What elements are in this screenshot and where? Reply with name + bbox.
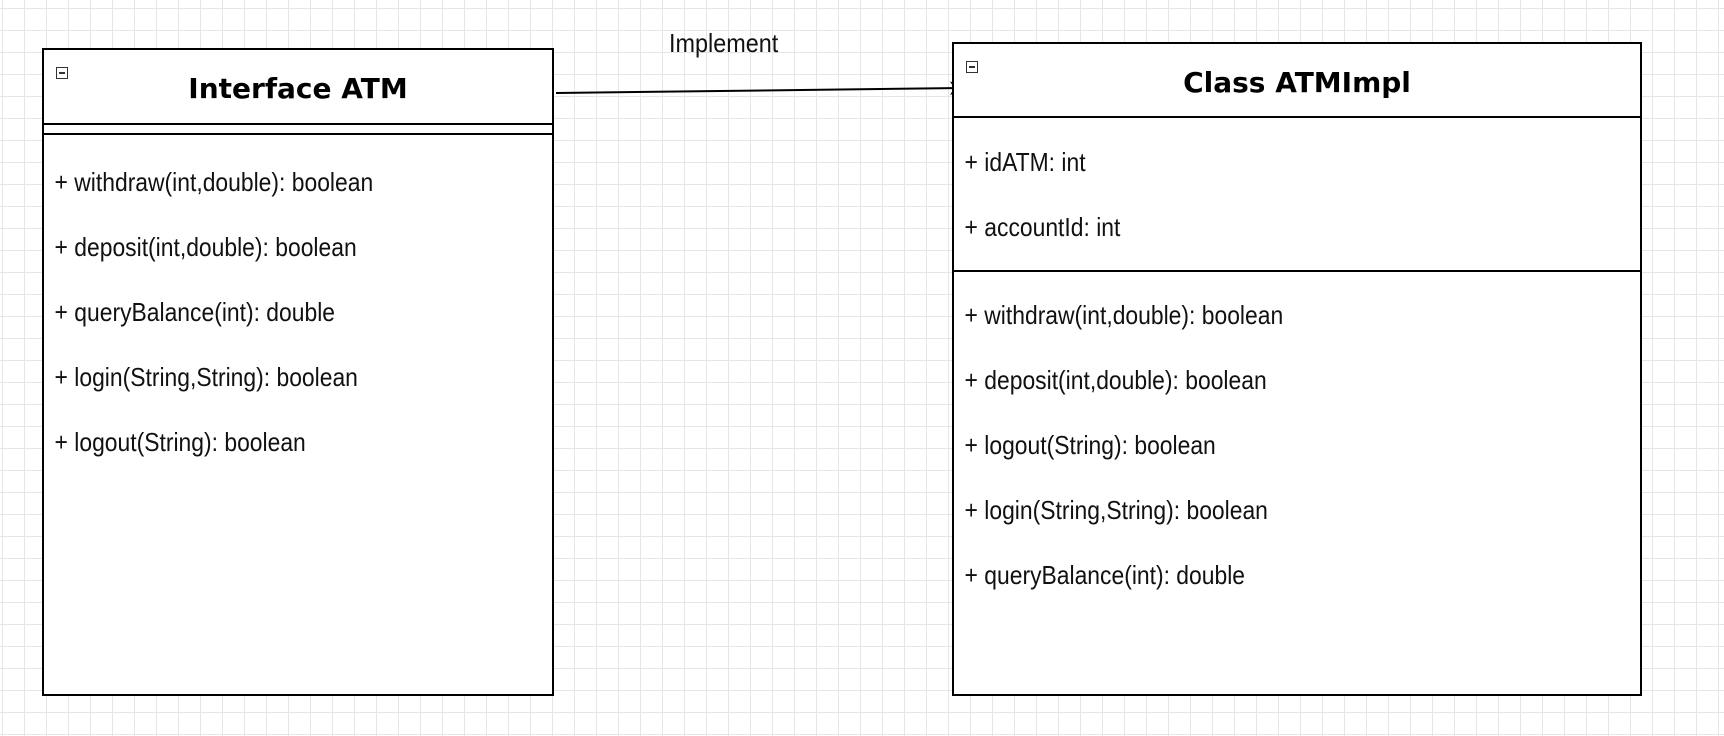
field-id-atm[interactable]: + idATM: int bbox=[964, 147, 1086, 177]
interface-atm-title: Interface ATM bbox=[188, 72, 408, 105]
method-deposit[interactable]: + deposit(int,double): boolean bbox=[54, 232, 357, 262]
interface-atm-header[interactable]: Interface ATM bbox=[44, 50, 552, 125]
collapse-icon[interactable] bbox=[966, 61, 978, 73]
method-login[interactable]: + login(String,String): boolean bbox=[54, 362, 358, 392]
method-logout[interactable]: + logout(String): boolean bbox=[54, 427, 306, 457]
interface-atm-methods: + withdraw(int,double): boolean + deposi… bbox=[44, 135, 552, 475]
method-query-balance[interactable]: + queryBalance(int): double bbox=[54, 297, 336, 327]
class-atmimpl-title: Class ATMImpl bbox=[1183, 66, 1411, 99]
interface-atm-box[interactable]: Interface ATM + withdraw(int,double): bo… bbox=[42, 48, 554, 696]
class-atmimpl-attributes: + idATM: int + accountId: int bbox=[954, 118, 1640, 272]
method-login[interactable]: + login(String,String): boolean bbox=[964, 495, 1268, 525]
method-logout[interactable]: + logout(String): boolean bbox=[964, 430, 1216, 460]
implement-arrow[interactable] bbox=[555, 81, 964, 96]
class-atmimpl-header[interactable]: Class ATMImpl bbox=[954, 44, 1640, 118]
collapse-icon[interactable] bbox=[56, 67, 68, 79]
implement-label: Implement bbox=[669, 28, 779, 58]
interface-atm-attributes bbox=[44, 125, 552, 135]
method-query-balance[interactable]: + queryBalance(int): double bbox=[964, 560, 1246, 590]
class-atmimpl-box[interactable]: Class ATMImpl + idATM: int + accountId: … bbox=[952, 42, 1642, 696]
class-atmimpl-methods: + withdraw(int,double): boolean + deposi… bbox=[954, 272, 1640, 608]
method-deposit[interactable]: + deposit(int,double): boolean bbox=[964, 365, 1267, 395]
method-withdraw[interactable]: + withdraw(int,double): boolean bbox=[964, 300, 1284, 330]
field-account-id[interactable]: + accountId: int bbox=[964, 212, 1121, 242]
method-withdraw[interactable]: + withdraw(int,double): boolean bbox=[54, 167, 374, 197]
